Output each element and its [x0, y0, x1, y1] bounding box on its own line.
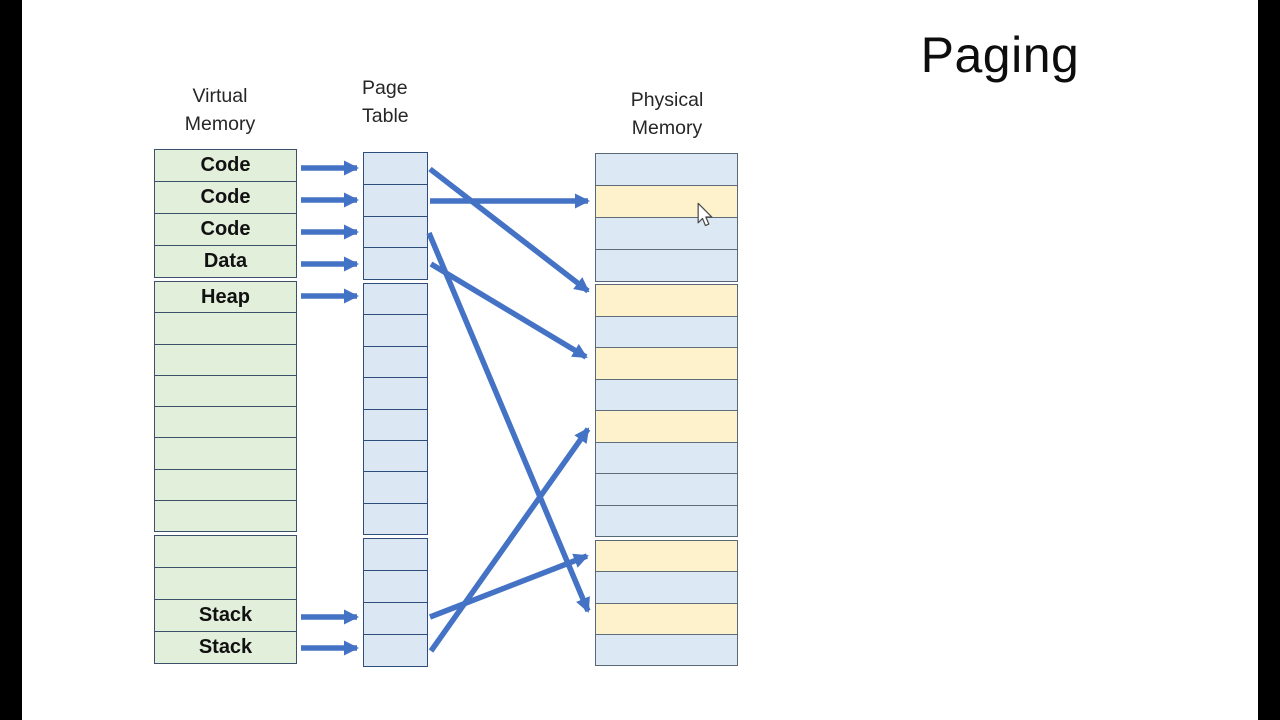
arrow-entry15-frame13 — [429, 553, 589, 620]
slide-title: Paging — [920, 27, 1080, 83]
physical-memory-row — [596, 441, 737, 473]
virtual-memory-row-label: Code — [200, 186, 251, 208]
letterbox-right — [1258, 0, 1280, 720]
virtual-memory-row — [155, 499, 296, 531]
virtual-memory-row: Code — [155, 213, 296, 245]
physical-memory-header-line2: Memory — [631, 117, 703, 139]
virtual-memory-header-line2: Memory — [184, 113, 256, 135]
virtual-memory-row — [155, 374, 296, 406]
page-table-header-line1: Page — [362, 77, 408, 99]
physical-memory-row — [596, 185, 737, 217]
physical-memory-row — [596, 633, 737, 665]
virtual-memory-row-label: Stack — [198, 604, 253, 626]
physical-memory-row — [596, 410, 737, 442]
arrow-entry16-frame9 — [428, 427, 591, 653]
page-table-row — [364, 153, 427, 184]
page-table-row — [364, 314, 427, 346]
virtual-memory-row-label: Data — [203, 250, 248, 272]
physical-memory-row — [596, 541, 737, 572]
physical-memory-row-section-0 — [595, 153, 738, 282]
virtual-memory-row: Stack — [155, 599, 296, 631]
virtual-memory-row — [155, 536, 296, 567]
physical-memory-row — [596, 217, 737, 249]
physical-memory-row-section-1 — [595, 284, 738, 537]
physical-memory-header-line1: Physical — [630, 89, 704, 111]
physical-memory-row — [596, 602, 737, 634]
page-table-row — [364, 502, 427, 534]
page-table-row — [364, 439, 427, 472]
page-table-row-section-1 — [363, 283, 428, 535]
physical-memory-row — [596, 504, 737, 536]
page-table-row — [364, 539, 427, 570]
physical-memory-row — [596, 347, 737, 379]
arrow-entry3-frame15 — [426, 231, 591, 613]
arrow-entry1-frame5 — [428, 166, 590, 294]
page-table-header: Page Table — [362, 74, 482, 130]
virtual-memory-row-section-1: Heap — [154, 281, 297, 532]
physical-memory-header: Physical Memory — [597, 86, 737, 142]
physical-memory-row — [596, 249, 737, 281]
page-table-row — [364, 284, 427, 315]
page-table-row — [364, 377, 427, 409]
virtual-memory-row-label: Heap — [201, 285, 250, 308]
page-table-row-section-0 — [363, 152, 428, 280]
virtual-memory-row-label: Code — [200, 218, 251, 240]
virtual-memory-row: Heap — [155, 282, 296, 313]
virtual-memory-row: Code — [155, 150, 296, 181]
virtual-memory-row — [155, 468, 296, 500]
physical-memory-row — [596, 571, 737, 603]
virtual-memory-row — [155, 343, 296, 375]
virtual-memory-row: Stack — [155, 631, 296, 663]
page-table-row — [364, 471, 427, 503]
page-table-row — [364, 408, 427, 440]
page-table-header-line2: Table — [362, 105, 409, 127]
virtual-memory-row — [155, 312, 296, 344]
page-table-row — [364, 602, 427, 634]
virtual-memory-row: Code — [155, 181, 296, 213]
virtual-memory-row: Data — [155, 245, 296, 277]
physical-memory-row-section-2 — [595, 540, 738, 666]
page-table-row — [364, 634, 427, 666]
virtual-memory-row — [155, 406, 296, 438]
page-table-row — [364, 215, 427, 248]
physical-memory-row — [596, 154, 737, 185]
physical-memory-row — [596, 378, 737, 410]
page-table-row — [364, 345, 427, 378]
letterbox-left — [0, 0, 22, 720]
virtual-memory-row — [155, 437, 296, 469]
page-table-row — [364, 247, 427, 279]
page-table-row — [364, 570, 427, 602]
page-table-row-section-2 — [363, 538, 428, 667]
physical-memory-row — [596, 315, 737, 347]
physical-memory-row — [596, 285, 737, 316]
page-table-row — [364, 183, 427, 216]
virtual-memory-header-line1: Virtual — [192, 85, 248, 107]
virtual-memory-row — [155, 567, 296, 599]
virtual-memory-row-label: Stack — [198, 636, 253, 658]
virtual-memory-header: Virtual Memory — [150, 82, 290, 138]
virtual-memory-row-label: Code — [200, 154, 251, 176]
physical-memory-row — [596, 473, 737, 505]
arrow-entry4-frame7 — [429, 261, 588, 360]
